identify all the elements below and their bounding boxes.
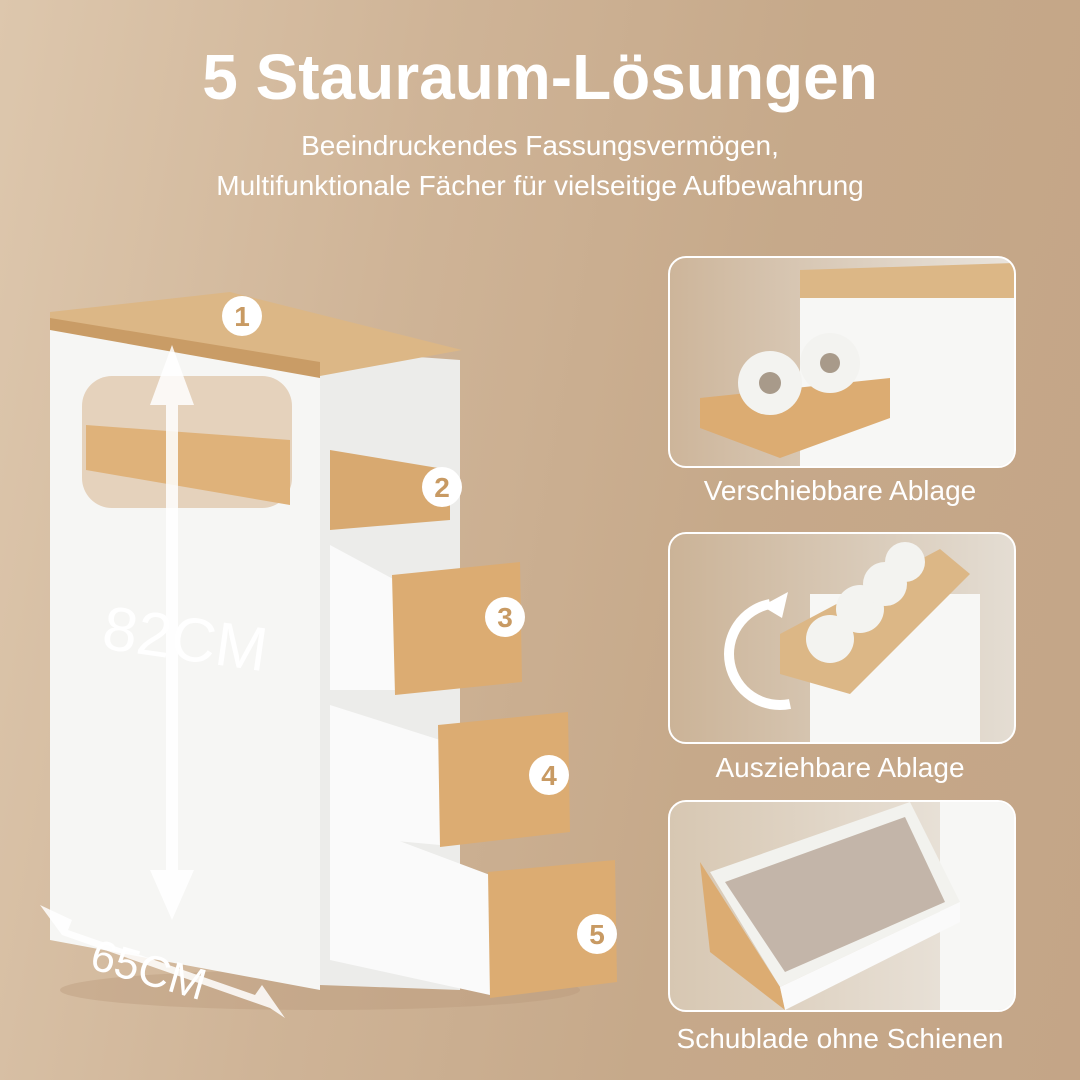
subtitle-line-1: Beeindruckendes Fassungsvermögen,: [301, 130, 779, 161]
callout-3: 3: [485, 597, 525, 637]
callout-2: 2: [422, 467, 462, 507]
drawer-3: [330, 545, 522, 695]
svg-text:2: 2: [434, 472, 450, 503]
feature-photo-drawer: [668, 800, 1016, 1012]
wood-top: [50, 292, 462, 376]
caption-pullout-tray: Ausziehbare Ablage: [715, 752, 965, 783]
caption-drawer: Schublade ohne Schienen: [676, 1023, 1004, 1054]
feature-photo-sliding-tray: [668, 256, 1016, 468]
callout-1: 1: [222, 296, 262, 336]
svg-text:3: 3: [497, 602, 513, 633]
callout-5: 5: [577, 914, 617, 954]
headline: 5 Stauraum-Lösungen: [202, 41, 878, 113]
subtitle-line-2: Multifunktionale Fächer für vielseitige …: [216, 170, 864, 201]
feature-photo-pullout-tray: [668, 532, 1016, 744]
svg-text:1: 1: [234, 301, 250, 332]
sliding-tray: [86, 425, 290, 505]
drawer-4: [330, 705, 570, 847]
height-arrow: [150, 345, 194, 920]
callout-4: 4: [529, 755, 569, 795]
caption-sliding-tray: Verschiebbare Ablage: [703, 475, 977, 506]
drawer-5: [330, 815, 617, 998]
svg-text:5: 5: [589, 919, 605, 950]
depth-arrow: [40, 905, 285, 1018]
svg-text:4: 4: [541, 760, 557, 791]
